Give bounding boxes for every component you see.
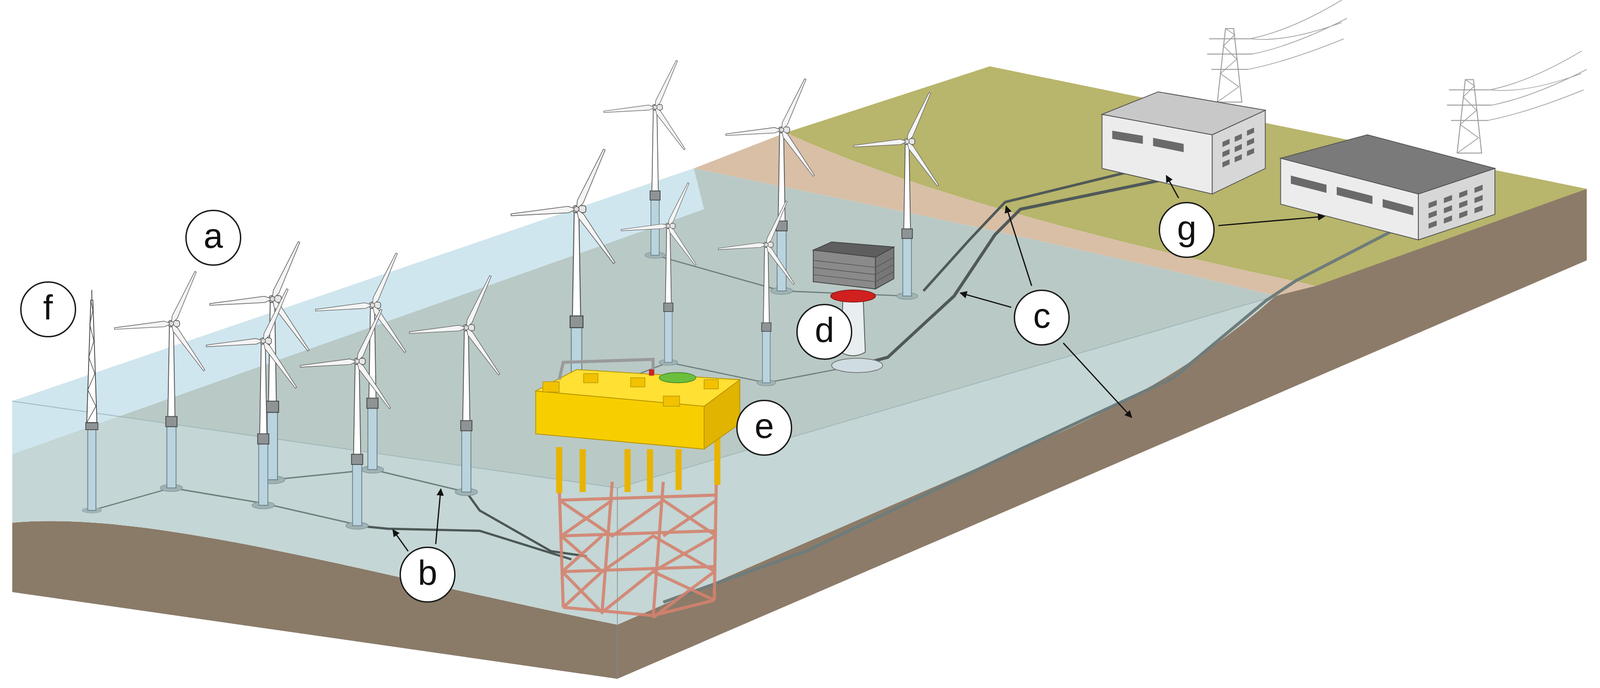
callout-circle: g: [1158, 201, 1215, 258]
met-mast: [81, 289, 102, 514]
array-cables: [91, 255, 907, 560]
offshore-platform: [535, 359, 740, 618]
callout-letter: b: [417, 555, 438, 594]
terrain-block: [12, 66, 1587, 679]
callout-circle: f: [20, 281, 77, 338]
callout-letter: a: [203, 218, 223, 257]
export-cables: [663, 163, 1394, 602]
callout-circle: e: [736, 399, 793, 456]
callout-letter: f: [43, 289, 53, 329]
leader-arrows: [392, 175, 1325, 551]
wind-turbines: [114, 59, 940, 529]
callout-letter: e: [754, 408, 774, 447]
callout-circle: b: [399, 546, 456, 603]
callout-letter: g: [1177, 210, 1197, 250]
callout-circle: a: [185, 209, 242, 266]
callout-circle: d: [796, 303, 853, 360]
callout-circle: c: [1013, 289, 1070, 346]
callout-letter: d: [814, 312, 834, 351]
callout-letter: c: [1033, 298, 1051, 337]
